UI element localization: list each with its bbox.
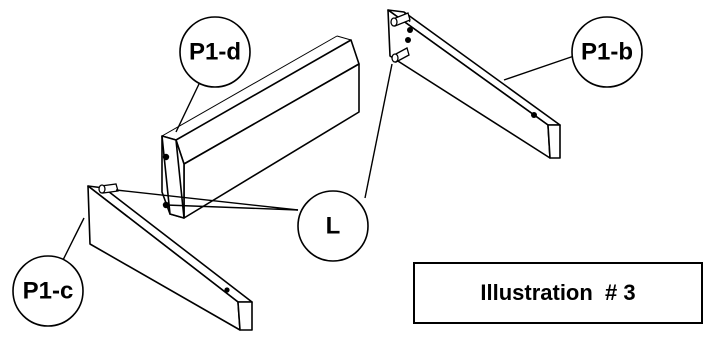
dowel-hole xyxy=(224,287,230,293)
dowel-hole xyxy=(531,112,537,118)
callout-p1-c: P1-c xyxy=(12,255,84,327)
leader-l-to-p1-b xyxy=(364,63,393,199)
dowel-pin xyxy=(391,47,410,63)
leader-p1-c xyxy=(61,217,85,263)
dowel-hole xyxy=(162,153,170,161)
callout-p1-d: P1-d xyxy=(179,16,251,88)
leader-p1-d xyxy=(175,83,200,133)
callout-p1-b-label: P1-b xyxy=(581,39,633,66)
illustration-label: Illustration # 3 xyxy=(480,280,636,305)
callout-p1-b: P1-b xyxy=(571,16,643,88)
dowel-pin xyxy=(390,12,411,27)
dowel-pin xyxy=(98,183,119,194)
callout-l-label: L xyxy=(326,213,341,240)
leader-l-to-p1-d xyxy=(165,204,299,211)
illustration-label-box: Illustration # 3 xyxy=(413,262,703,324)
leader-l-to-p1-c xyxy=(115,189,299,211)
callout-l: L xyxy=(297,190,369,262)
panel-p1-c xyxy=(87,183,253,331)
dowel-hole xyxy=(405,37,411,43)
callout-p1-d-label: P1-d xyxy=(189,39,241,66)
dowel-hole xyxy=(407,27,413,33)
callout-p1-c-label: P1-c xyxy=(23,278,74,305)
leader-p1-b xyxy=(503,55,575,81)
panel-p1-b xyxy=(387,9,561,159)
